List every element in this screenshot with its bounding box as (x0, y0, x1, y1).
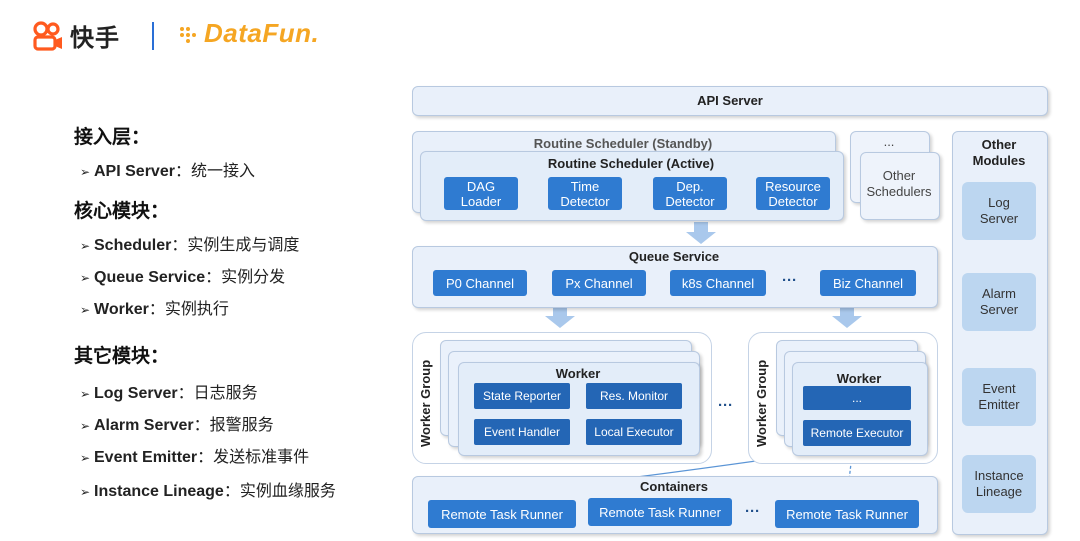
datafun-wordmark: DataFun. (204, 18, 320, 48)
remote-task-runner-2: Remote Task Runner (588, 498, 732, 526)
dag-loader-box: DAG Loader (444, 177, 518, 210)
queue-service-title: Queue Service (628, 249, 720, 264)
bullet-arrow-icon: ➢ (80, 485, 91, 499)
log-server-module: Log Server (962, 182, 1036, 240)
worker-2-title: Worker (836, 371, 882, 386)
worker-2-ellipsis-box: ... (803, 386, 911, 410)
bullet-arrow-icon: ➢ (80, 165, 91, 179)
bullet-alarm-server: ➢Alarm Server：报警服务 (80, 417, 274, 434)
section-title-core: 核心模块： (74, 201, 170, 222)
event-handler-box: Event Handler (474, 419, 570, 445)
worker-group-2-label: Worker Group (754, 359, 769, 447)
bullet-event-emitter: ➢Event Emitter：发送标准事件 (80, 449, 310, 466)
containers-title: Containers (640, 479, 708, 494)
arrow-queue-to-worker-group-2 (832, 306, 862, 328)
datafun-dots-icon (180, 26, 196, 43)
bullet-arrow-icon: ➢ (80, 239, 91, 253)
bullet-arrow-icon: ➢ (80, 451, 91, 465)
remote-task-runner-1: Remote Task Runner (428, 500, 576, 528)
scheduler-active-title: Routine Scheduler (Active) (547, 156, 715, 171)
datafun-logo: DataFun. (178, 18, 319, 49)
px-channel-box: Px Channel (552, 270, 646, 296)
scheduler-standby-title: Routine Scheduler (Standby) (533, 136, 713, 151)
resource-detector-box: Resource Detector (756, 177, 830, 210)
bullet-api-server: ➢API Server：统一接入 (80, 163, 255, 180)
event-emitter-module: Event Emitter (962, 368, 1036, 426)
biz-channel-box: Biz Channel (820, 270, 916, 296)
alarm-server-module: Alarm Server (962, 273, 1036, 331)
remote-executor-box: Remote Executor (803, 420, 911, 446)
res-monitor-box: Res. Monitor (586, 383, 682, 409)
bullet-arrow-icon: ➢ (80, 419, 91, 433)
bullet-arrow-icon: ➢ (80, 387, 91, 401)
api-server-bar: API Server (412, 86, 1048, 116)
other-schedulers-panel (860, 152, 940, 220)
runner-ellipsis: ··· (745, 503, 760, 520)
bullet-instance-lineage: ➢Instance Lineage：实例血缘服务 (80, 483, 336, 500)
arrow-queue-to-worker-group-1 (545, 306, 575, 328)
other-modules-title: Other Modules (972, 137, 1026, 168)
channel-ellipsis: ··· (782, 272, 797, 289)
other-schedulers-label: Other Schedulers (866, 168, 932, 199)
dep-detector-box: Dep. Detector (653, 177, 727, 210)
state-reporter-box: State Reporter (474, 383, 570, 409)
section-title-other: 其它模块： (74, 346, 170, 367)
other-schedulers-dots: ... (883, 134, 895, 149)
local-executor-box: Local Executor (586, 419, 682, 445)
instance-lineage-module: Instance Lineage (962, 455, 1036, 513)
k8s-channel-box: k8s Channel (670, 270, 766, 296)
bullet-scheduler: ➢Scheduler：实例生成与调度 (80, 237, 300, 254)
arrow-executor-to-runner-3 (842, 445, 854, 500)
bullet-arrow-icon: ➢ (80, 271, 91, 285)
worker-1-title: Worker (555, 366, 601, 381)
worker-group-ellipsis: ··· (718, 397, 733, 414)
bullet-worker: ➢Worker：实例执行 (80, 301, 229, 318)
remote-task-runner-3: Remote Task Runner (775, 500, 919, 528)
bullet-arrow-icon: ➢ (80, 303, 91, 317)
bullet-queue-service: ➢Queue Service：实例分发 (80, 269, 286, 286)
logo-separator (152, 22, 154, 50)
worker-group-1-label: Worker Group (418, 359, 433, 447)
bullet-log-server: ➢Log Server：日志服务 (80, 385, 258, 402)
kuaishou-icon (33, 20, 62, 51)
arrow-scheduler-to-queue (686, 222, 716, 244)
time-detector-box: Time Detector (548, 177, 622, 210)
kuaishou-wordmark: 快手 (70, 25, 120, 52)
section-title-access: 接入层： (74, 127, 151, 148)
p0-channel-box: P0 Channel (433, 270, 527, 296)
kuaishou-logo: 快手 (32, 18, 120, 53)
